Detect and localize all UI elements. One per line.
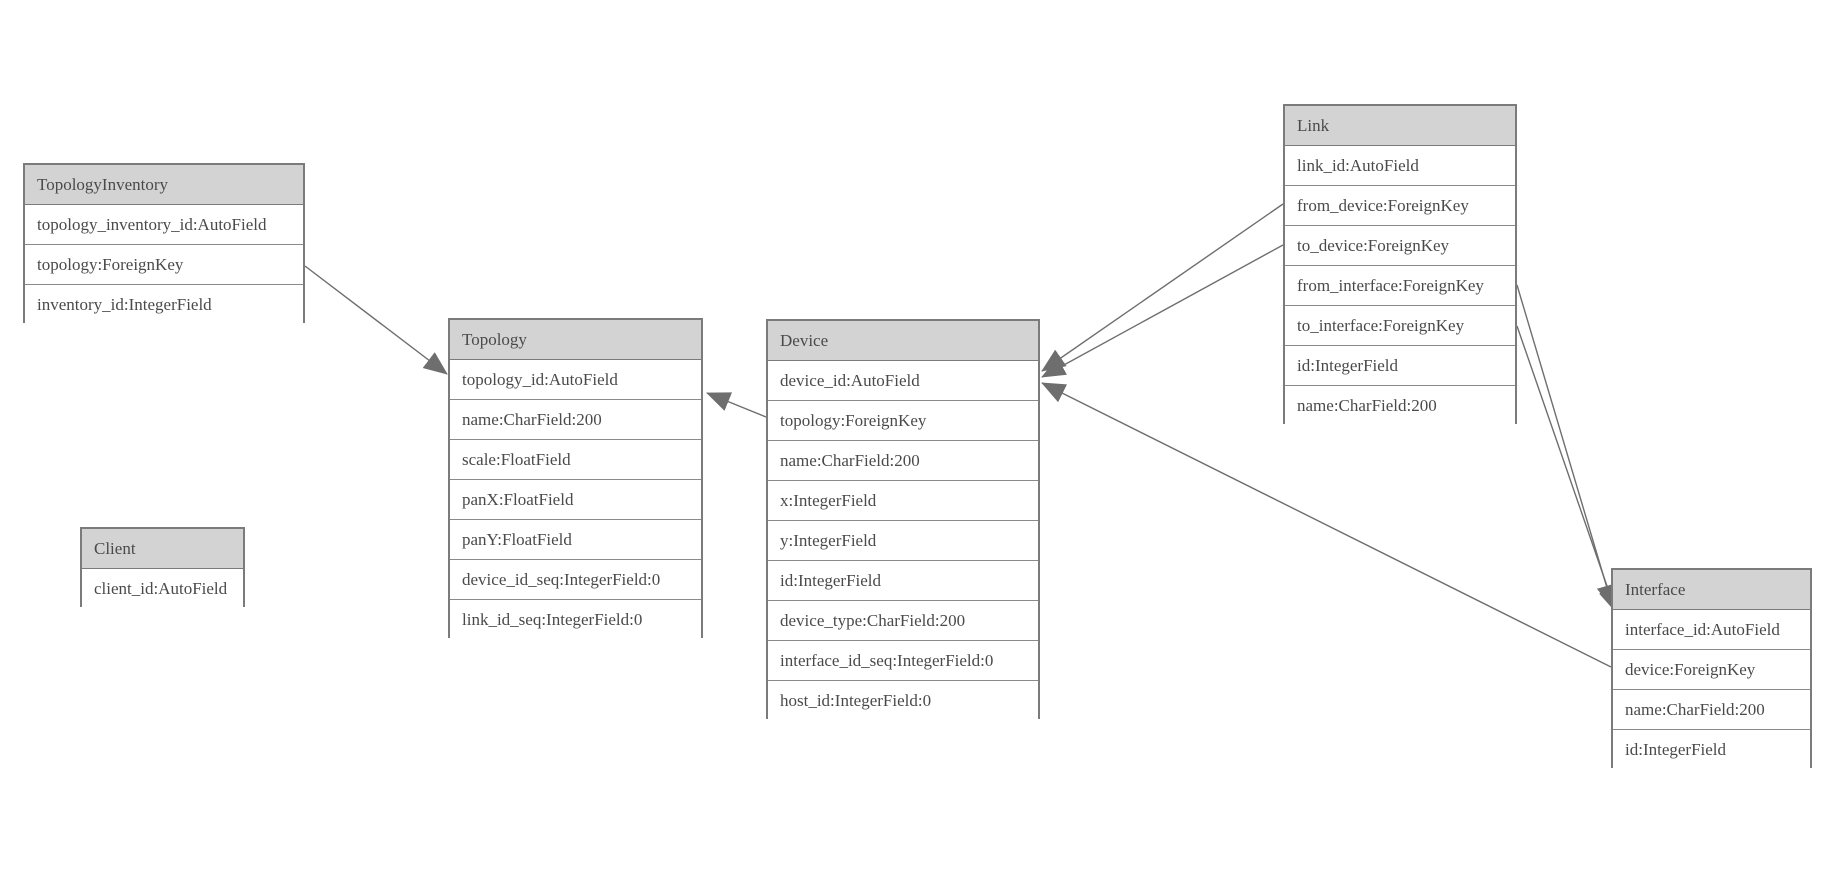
entity-field-row: name:CharField:200 [1285, 386, 1515, 426]
entity-field-row: link_id_seq:IntegerField:0 [450, 600, 701, 640]
entity-field-row: from_device:ForeignKey [1285, 186, 1515, 226]
entity-field-row: client_id:AutoField [82, 569, 243, 609]
relationship-edge-Device.topology-to-Topology.topology_id [706, 392, 767, 418]
entity-field-row: interface_id_seq:IntegerField:0 [768, 641, 1038, 681]
entity-field-row: name:CharField:200 [1613, 690, 1810, 730]
entity-field-row: id:IntegerField [768, 561, 1038, 601]
entity-field-row: device_id:AutoField [768, 361, 1038, 401]
entity-field-row: inventory_id:IntegerField [25, 285, 303, 325]
entity-field-row: topology:ForeignKey [25, 245, 303, 285]
relationship-edge-TopologyInventory.topology-to-Topology.topology_id [304, 265, 448, 375]
relationship-edge-Link.to_device-to-Device.device_id [1041, 244, 1284, 378]
entity-field-row: y:IntegerField [768, 521, 1038, 561]
entity-field-row: name:CharField:200 [450, 400, 701, 440]
entity-field-row: host_id:IntegerField:0 [768, 681, 1038, 721]
relationship-edge-Link.to_interface-to-Interface.interface_id [1516, 325, 1618, 613]
entity-field-row: interface_id:AutoField [1613, 610, 1810, 650]
entity-field-row: link_id:AutoField [1285, 146, 1515, 186]
entity-title-device: Device [768, 321, 1038, 361]
entity-field-row: topology:ForeignKey [768, 401, 1038, 441]
entity-field-row: from_interface:ForeignKey [1285, 266, 1515, 306]
entity-title-link: Link [1285, 106, 1515, 146]
entity-field-row: scale:FloatField [450, 440, 701, 480]
entity-field-row: panY:FloatField [450, 520, 701, 560]
entity-field-row: name:CharField:200 [768, 441, 1038, 481]
entity-field-row: device_id_seq:IntegerField:0 [450, 560, 701, 600]
entity-field-row: device_type:CharField:200 [768, 601, 1038, 641]
entity-title-topology: Topology [450, 320, 701, 360]
entity-field-row: id:IntegerField [1285, 346, 1515, 386]
entity-field-row: to_device:ForeignKey [1285, 226, 1515, 266]
relationship-edge-Link.from_device-to-Device.device_id [1041, 203, 1284, 372]
entity-field-row: id:IntegerField [1613, 730, 1810, 770]
entity-title-client: Client [82, 529, 243, 569]
entity-field-row: to_interface:ForeignKey [1285, 306, 1515, 346]
entity-field-row: topology_id:AutoField [450, 360, 701, 400]
entity-field-row: panX:FloatField [450, 480, 701, 520]
entity-field-row: x:IntegerField [768, 481, 1038, 521]
entity-title-interface: Interface [1613, 570, 1810, 610]
entity-title-topologyinventory: TopologyInventory [25, 165, 303, 205]
entity-field-row: device:ForeignKey [1613, 650, 1810, 690]
relationship-edge-Link.from_interface-to-Interface.interface_id [1516, 284, 1617, 609]
entity-field-row: topology_inventory_id:AutoField [25, 205, 303, 245]
